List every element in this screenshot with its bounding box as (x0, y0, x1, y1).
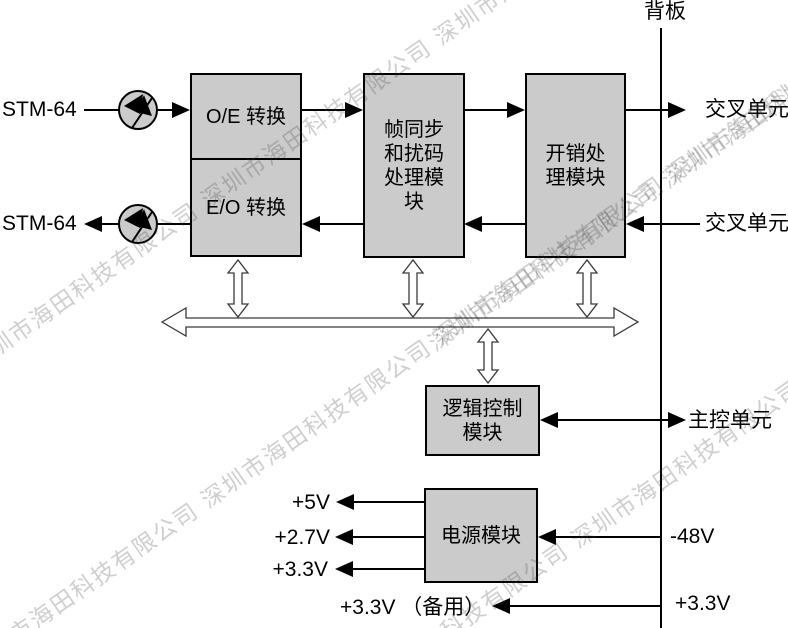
stm64-out-label: STM-64 (2, 212, 77, 235)
plus27v-label: +2.7V (274, 526, 330, 549)
double-arrow-bus-logic (476, 327, 500, 385)
plus5v-label: +5V (292, 491, 330, 514)
arrow-logic-maincontrol (540, 412, 686, 428)
double-arrow-framesync-bus (401, 258, 425, 319)
arrow-power-5v (336, 494, 424, 510)
optical-connector-icon (118, 204, 158, 244)
cross-unit-bottom-label: 交叉单元 (705, 212, 788, 235)
double-arrow-oe-bus (226, 258, 250, 319)
arrow-power-27v (335, 529, 424, 545)
plus33v-backup-label: +3.3V （备用） (340, 596, 486, 619)
bus-double-arrow (160, 306, 640, 338)
block-logic-control: 逻辑控制 模块 (425, 385, 540, 456)
block-oe-conversion: O/E 转换 (190, 73, 302, 160)
arrow-33v-backup (492, 598, 661, 614)
arrow-crossunit-to-overhead (626, 216, 700, 232)
arrow-oe-to-framesync (302, 102, 363, 118)
block-overhead-processing: 开销处 理模块 (525, 73, 626, 258)
stm64-in-label: STM-64 (2, 98, 77, 121)
double-arrow-overhead-bus (575, 258, 599, 319)
arrow-overhead-to-crossunit (625, 102, 686, 118)
arrow-48v-to-power (538, 529, 661, 545)
arrow-framesync-to-eo (302, 216, 363, 232)
arrow-overhead-to-framesync (464, 216, 525, 232)
cross-unit-top-label: 交叉单元 (705, 98, 788, 121)
plus33v-right-label: +3.3V (675, 592, 731, 615)
block-eo-conversion: E/O 转换 (190, 158, 302, 257)
optical-connector-icon (118, 90, 158, 130)
plus33v-label: +3.3V (272, 558, 328, 581)
arrow-stm64-in (84, 102, 190, 118)
arrow-framesync-to-overhead (464, 102, 525, 118)
backplane-label: 背板 (644, 0, 686, 23)
arrow-stm64-out (84, 216, 190, 232)
block-power-module: 电源模块 (424, 488, 538, 583)
main-control-label: 主控单元 (688, 409, 772, 432)
arrow-power-33v (335, 561, 424, 577)
minus48v-label: -48V (670, 525, 715, 548)
block-frame-sync-scramble: 帧同步 和扰码 处理模 块 (363, 73, 465, 258)
